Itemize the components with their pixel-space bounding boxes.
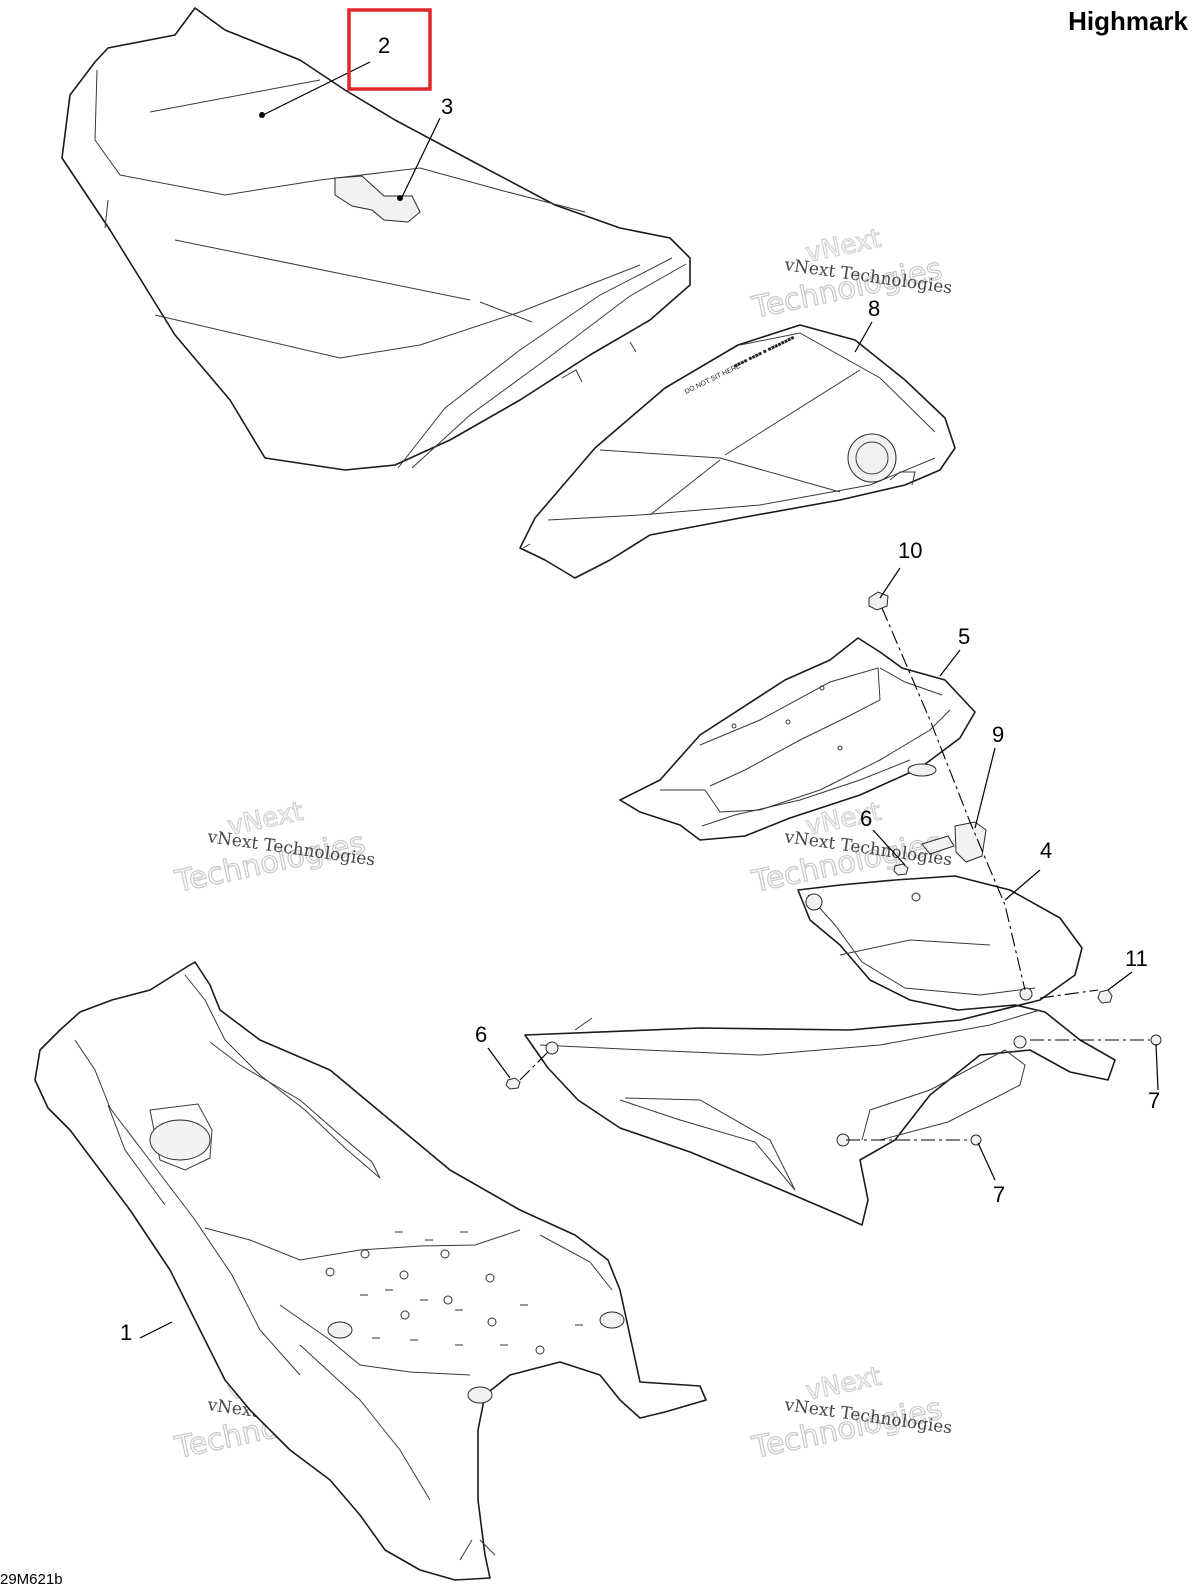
screw-6-lower xyxy=(505,1077,521,1090)
callout-6-upper[interactable]: 6 xyxy=(860,806,872,831)
seat-decal xyxy=(334,175,421,223)
screw-7-lower xyxy=(970,1134,982,1146)
screw-7-right xyxy=(1150,1034,1162,1046)
tray-part xyxy=(619,637,976,841)
callout-11[interactable]: 11 xyxy=(1125,946,1148,971)
callout-3[interactable]: 3 xyxy=(441,94,453,119)
callout-2-highlight-box xyxy=(347,8,432,91)
seat-part xyxy=(61,7,691,471)
model-name: Highmark xyxy=(1068,6,1188,36)
callout-5[interactable]: 5 xyxy=(958,624,970,649)
callout-1[interactable]: 1 xyxy=(120,1320,132,1345)
callout-labels: 1 2 3 4 5 6 6 7 7 8 9 10 11 xyxy=(120,33,1160,1345)
callout-9[interactable]: 9 xyxy=(992,722,1004,747)
diagram-code: 29M621b xyxy=(0,1571,63,1588)
callout-2-anchor-dot xyxy=(259,112,265,118)
watermark-middle-left: vNext Technologies vNext Technologies xyxy=(171,796,377,901)
fastener-group xyxy=(505,863,1162,1146)
callout-7-lower[interactable]: 7 xyxy=(993,1182,1005,1207)
screw-6-upper xyxy=(893,863,909,876)
latch-part xyxy=(921,821,987,863)
callout-8[interactable]: 8 xyxy=(868,296,880,321)
callout-3-anchor-dot xyxy=(397,195,403,201)
screw-11 xyxy=(1097,989,1113,1004)
upper-cover-part: DO NOT SIT HERE ■■■■ ■■■■ ■ ■■■■■■■■ xyxy=(519,324,956,579)
callout-10[interactable]: 10 xyxy=(898,538,922,563)
nut-part xyxy=(868,591,889,611)
tunnel-slot-pattern xyxy=(325,1231,583,1355)
base-frame-part xyxy=(34,961,707,1581)
callout-4[interactable]: 4 xyxy=(1040,838,1052,863)
watermark-top-right: vNext Technologies vNext Technologies xyxy=(748,223,954,327)
fuel-cap-outline xyxy=(847,433,897,483)
watermark-bottom-right: vNext Technologies vNext Technologies xyxy=(748,1361,954,1467)
callout-6-lower[interactable]: 6 xyxy=(475,1022,487,1047)
side-panel-part xyxy=(524,875,1116,1226)
callout-7-right[interactable]: 7 xyxy=(1148,1088,1160,1113)
callout-2[interactable]: 2 xyxy=(378,33,390,58)
leader-lines xyxy=(139,61,1159,1339)
